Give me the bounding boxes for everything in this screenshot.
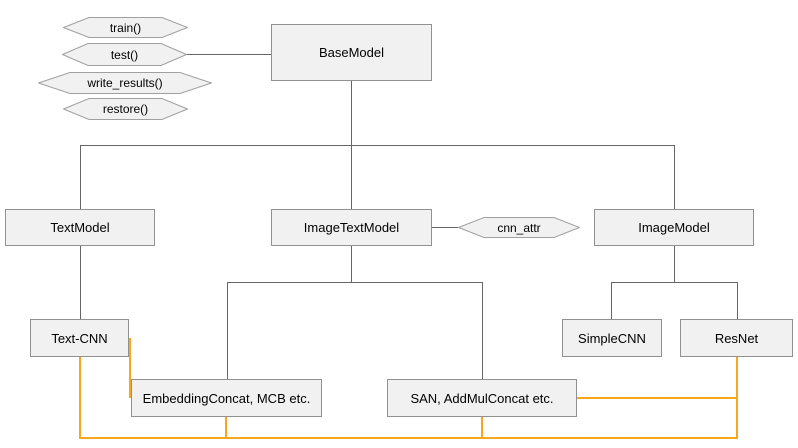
node-san-label: SAN, AddMulConcat etc. bbox=[410, 390, 554, 406]
method-train-label: train() bbox=[109, 20, 142, 35]
edge-orange-bottom-bus bbox=[79, 437, 738, 439]
edge-branch-to-textmodel bbox=[80, 145, 81, 209]
method-restore-label: restore() bbox=[102, 102, 149, 116]
edge-branch-to-san bbox=[482, 282, 483, 379]
edge-orange-san-to-resnet bbox=[577, 397, 736, 399]
node-resnet-label: ResNet bbox=[714, 330, 759, 346]
node-text-cnn-label: Text-CNN bbox=[51, 330, 108, 346]
attribute-cnn-attr-label: cnn_attr bbox=[497, 220, 541, 235]
edge-basemodel-branch-bar bbox=[80, 145, 674, 146]
edge-imagetextmodel-down bbox=[351, 246, 352, 282]
hexagon-method-write-results: write_results() bbox=[38, 72, 212, 94]
edge-orange-resnet-down bbox=[736, 357, 738, 437]
edge-imagetextmodel-branch-bar bbox=[227, 282, 482, 283]
node-image-text-model-label: ImageTextModel bbox=[303, 220, 400, 235]
node-simple-cnn: SimpleCNN bbox=[562, 319, 662, 357]
node-text-cnn: Text-CNN bbox=[30, 319, 129, 357]
node-simple-cnn-label: SimpleCNN bbox=[578, 330, 646, 346]
edge-branch-to-embeddingconcat bbox=[227, 282, 228, 379]
edge-imagemodel-down bbox=[674, 246, 675, 282]
edge-branch-to-resnet bbox=[737, 282, 738, 319]
method-test-label: test() bbox=[110, 47, 139, 62]
node-text-model: TextModel bbox=[5, 209, 155, 246]
node-san: SAN, AddMulConcat etc. bbox=[387, 379, 577, 417]
node-base-model: BaseModel bbox=[271, 24, 432, 81]
edge-orange-embeddingconcat-down bbox=[225, 417, 227, 437]
edge-orange-textcnn-down bbox=[79, 357, 81, 439]
edge-orange-textcnn-to-embeddingconcat bbox=[129, 338, 131, 398]
edge-basemodel-down bbox=[351, 81, 352, 145]
node-embedding-concat: EmbeddingConcat, MCB etc. bbox=[131, 379, 322, 417]
node-embedding-concat-label: EmbeddingConcat, MCB etc. bbox=[142, 390, 311, 406]
edge-imagetextmodel-to-cnnattr bbox=[432, 227, 458, 228]
node-image-text-model: ImageTextModel bbox=[271, 209, 432, 246]
hexagon-attribute-cnn-attr: cnn_attr bbox=[458, 217, 580, 238]
hexagon-method-restore: restore() bbox=[63, 98, 188, 120]
edge-textmodel-to-textcnn bbox=[80, 246, 81, 319]
node-image-model-label: ImageModel bbox=[638, 220, 710, 235]
node-resnet: ResNet bbox=[680, 319, 793, 357]
hexagon-method-train: train() bbox=[63, 17, 188, 38]
hexagon-method-test: test() bbox=[62, 43, 187, 66]
method-write-results-label: write_results() bbox=[87, 76, 163, 90]
node-base-model-label: BaseModel bbox=[318, 45, 385, 60]
edge-branch-to-imagetextmodel bbox=[351, 145, 352, 209]
node-image-model: ImageModel bbox=[594, 209, 754, 246]
node-text-model-label: TextModel bbox=[50, 220, 110, 235]
edge-orange-san-down bbox=[481, 417, 483, 437]
edge-imagemodel-branch-bar bbox=[611, 282, 737, 283]
edge-test-to-basemodel bbox=[187, 54, 271, 55]
edge-branch-to-simplecnn bbox=[611, 282, 612, 319]
edge-branch-to-imagemodel bbox=[674, 145, 675, 209]
